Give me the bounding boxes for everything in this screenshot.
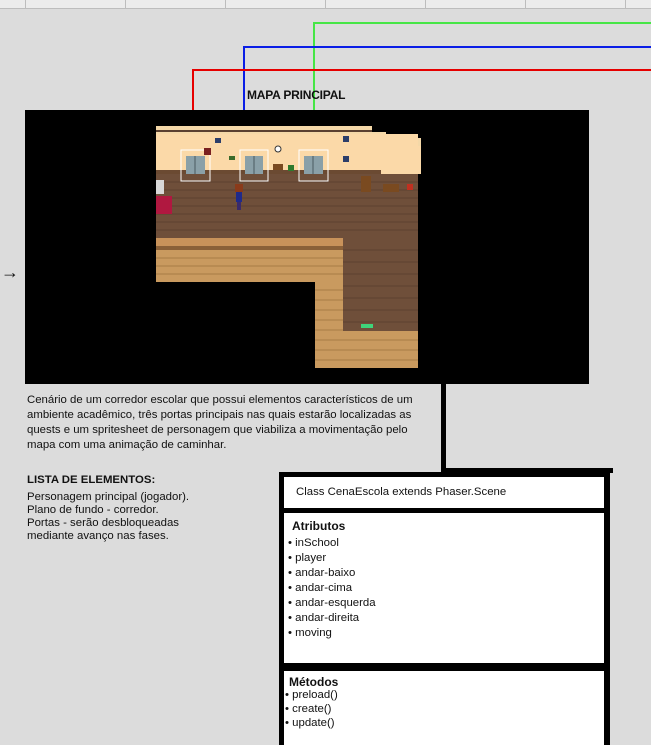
class-name-panel: Class CenaEscola extends Phaser.Scene <box>284 477 604 508</box>
attribute-item: player <box>288 551 376 566</box>
green-connector <box>313 22 651 153</box>
attribute-item: andar-baixo <box>288 566 376 581</box>
class-name: Class CenaEscola extends Phaser.Scene <box>296 486 507 498</box>
connector-line <box>441 468 613 473</box>
attribute-item: andar-cima <box>288 581 376 596</box>
door-3 <box>298 149 329 182</box>
arrow-right-icon: → <box>1 262 19 282</box>
elements-list: Personagem principal (jogador). Plano de… <box>27 491 189 543</box>
school-corridor-map <box>156 126 421 368</box>
method-item: update() <box>285 716 338 730</box>
list-item: Personagem principal (jogador). <box>27 491 190 503</box>
methods-panel: Métodos preload() create() update() <box>284 671 604 745</box>
map-description: Cenário de um corredor escolar que possu… <box>27 394 413 451</box>
attributes-list: inSchool player andar-baixo andar-cima a… <box>288 536 376 641</box>
method-item: create() <box>285 702 338 716</box>
method-item: preload() <box>285 688 338 702</box>
elements-list-title: LISTA DE ELEMENTOS: <box>27 474 156 486</box>
door-1 <box>180 149 211 182</box>
top-ruler <box>0 0 651 9</box>
map-title: MAPA PRINCIPAL <box>247 88 346 102</box>
attribute-item: moving <box>288 626 376 641</box>
methods-list: preload() create() update() <box>285 688 338 730</box>
list-item: mediante avanço nas fases. <box>27 530 169 542</box>
list-item: Plano de fundo - corredor. <box>27 504 159 516</box>
attribute-item: inSchool <box>288 536 376 551</box>
connector-line <box>441 383 446 472</box>
attributes-panel: Atributos inSchool player andar-baixo an… <box>284 513 604 663</box>
methods-title: Métodos <box>289 675 339 689</box>
attributes-title: Atributos <box>292 519 346 533</box>
attribute-item: andar-direita <box>288 611 376 626</box>
list-item: Portas - serão desbloqueadas <box>27 517 179 529</box>
attribute-item: andar-esquerda <box>288 596 375 611</box>
door-2 <box>239 149 269 182</box>
game-map-screenshot <box>25 110 589 384</box>
